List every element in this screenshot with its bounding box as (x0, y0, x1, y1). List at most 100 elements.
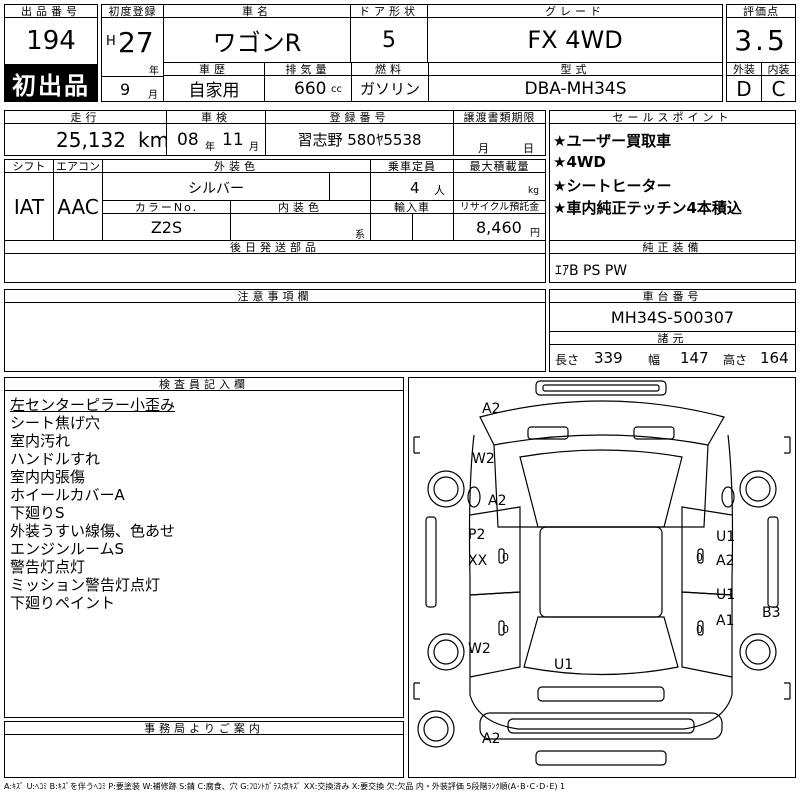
later-parts-label: 後日発送部品 (4, 240, 546, 256)
inspection-month-unit: 月 (249, 142, 259, 153)
length-value: 339 (594, 349, 623, 367)
sales-point-4: ★車内純正テッチン4本積込 (553, 199, 742, 217)
damage-mark-right-door-b: A2 (716, 553, 734, 569)
transfer-deadline-cell (453, 123, 546, 156)
genuine-equipment: ｴｱB PS PW (555, 263, 628, 279)
damage-mark-left-rear: W2 (468, 641, 491, 657)
car-name: ワゴンR (163, 17, 351, 63)
fuel: ガソリン (351, 75, 429, 102)
plate-label: 登録番号 (265, 110, 454, 126)
color-number-label: カラーNo. (102, 200, 231, 216)
inspector-note: 警告灯点灯 (10, 558, 86, 576)
air-conditioner-label: エアコン (53, 159, 103, 175)
inspector-note: ホイールカバーA (10, 486, 125, 504)
displacement: 660 (294, 79, 327, 99)
inspector-note: エンジンルームS (10, 540, 125, 558)
displacement-unit: cc (331, 84, 342, 95)
genuine-equipment-box (549, 253, 796, 283)
inspection-cell (166, 123, 266, 156)
history: 自家用 (163, 75, 265, 102)
exterior-color: シルバー (188, 181, 244, 197)
inspector-note: 室内汚れ (10, 432, 71, 450)
grade: FX 4WD (427, 17, 723, 63)
sales-point-1: ★ユーザー買取車 (553, 132, 672, 150)
capacity: 4 (410, 179, 420, 197)
handle-mark: 0 (696, 623, 703, 636)
damage-mark-left-door-a: P2 (468, 527, 485, 543)
transfer-deadline-label: 譲渡書類期限 (453, 110, 546, 126)
air-conditioner: AAC (53, 172, 103, 241)
inspection-month: 11 (222, 130, 244, 150)
year-unit: 年 (149, 66, 159, 77)
max-load-unit: kg (528, 186, 539, 196)
model-code: DBA-MH34S (428, 75, 723, 102)
inspector-note: 室内内張傷 (10, 468, 86, 486)
height-value: 164 (760, 349, 789, 367)
handle-mark: 0 (696, 551, 703, 564)
door-type-label: ドア形状 (350, 4, 428, 20)
inspection-year-unit: 年 (205, 142, 215, 153)
score: 3.5 (726, 17, 796, 63)
capacity-unit: 人 (434, 184, 445, 197)
damage-mark-left-door-b: XX (468, 553, 488, 569)
shift: IAT (4, 172, 54, 241)
later-parts-box (4, 253, 546, 283)
import-car-cell-left (370, 213, 413, 241)
transfer-month-unit: 月 (478, 142, 489, 155)
car-damage-diagram: A2 W2 A2 P2 XX W2 U1 U1 A2 U1 A1 B3 A2 0… (413, 380, 791, 766)
exterior-grade-label: 外装 (726, 62, 762, 78)
fuel-label: 燃料 (351, 62, 429, 78)
caution-box (4, 302, 546, 372)
plate-number: 習志野 580ﾔ5538 (265, 123, 454, 156)
width-label: 幅 (648, 353, 661, 367)
inspector-notes-label: 検査員記入欄 (4, 377, 404, 393)
mileage-unit: km (138, 128, 170, 152)
first-registration-month-cell (101, 76, 164, 102)
first-listing-badge: 初出品 (4, 64, 98, 102)
height-label: 高さ (723, 353, 748, 367)
damage-mark-right-quarter: B3 (762, 605, 781, 621)
width-value: 147 (680, 349, 709, 367)
exterior-grade: D (726, 75, 762, 102)
recycle-deposit-unit: 円 (530, 228, 540, 239)
damage-mark-rear-window: U1 (554, 657, 573, 673)
damage-mark-left-fender: W2 (472, 451, 495, 467)
transfer-day-unit: 日 (523, 142, 534, 155)
mileage-cell (4, 123, 167, 156)
displacement-label: 排気量 (264, 62, 352, 78)
handle-mark: 0 (502, 623, 509, 636)
sales-point-2: ★4WD (553, 153, 606, 171)
legend: A:ｷｽﾞ U:ﾍｺﾐ B:ｷｽﾞを伴うﾍｺﾐ P:要塗装 W:補修跡 S:錆 … (4, 782, 566, 791)
interior-color-cell (230, 213, 371, 241)
max-load-label: 最大積載量 (453, 159, 546, 175)
recycle-deposit: 8,460 (476, 218, 522, 237)
damage-mark-right-door-a: U1 (716, 529, 735, 545)
damage-mark-rear-bumper: A2 (482, 731, 500, 747)
month-unit: 月 (148, 90, 158, 101)
inspector-note: ミッション警告灯点灯 (10, 576, 161, 594)
sales-point-3: ★シートヒーター (553, 177, 672, 195)
color-number: Z2S (102, 213, 231, 241)
length-label: 長さ (555, 353, 580, 367)
inspector-note: 下廻りS (10, 504, 65, 522)
chassis-number-label: 車台番号 (549, 289, 796, 305)
door-count: 5 (350, 17, 428, 63)
interior-color-label: 内装色 (230, 200, 371, 216)
inspector-notes-box: 左センターピラー小歪み シート焦げ穴 室内汚れ ハンドルすれ 室内内張傷 ホイー… (4, 390, 404, 718)
damage-mark-right-rear-b: A1 (716, 613, 734, 629)
era: H (106, 34, 116, 49)
sales-points-box (549, 123, 796, 241)
damage-mark-left-front-door: A2 (488, 493, 506, 509)
inspector-note: 左センターピラー小歪み (10, 396, 176, 414)
registration-year: 27 (118, 26, 154, 59)
interior-grade: C (761, 75, 796, 102)
inspector-note: ハンドルすれ (10, 450, 101, 468)
first-registration-label: 初度登録 (101, 4, 164, 20)
import-car-cell-right (412, 213, 454, 241)
handle-mark: 0 (502, 551, 509, 564)
office-notice-box (4, 734, 404, 778)
inspection-year: 08 (177, 130, 199, 150)
specifications-box (549, 344, 796, 372)
inspector-note: 外装うすい線傷、色あせ (10, 522, 176, 540)
damage-mark-front-bumper: A2 (482, 401, 500, 417)
